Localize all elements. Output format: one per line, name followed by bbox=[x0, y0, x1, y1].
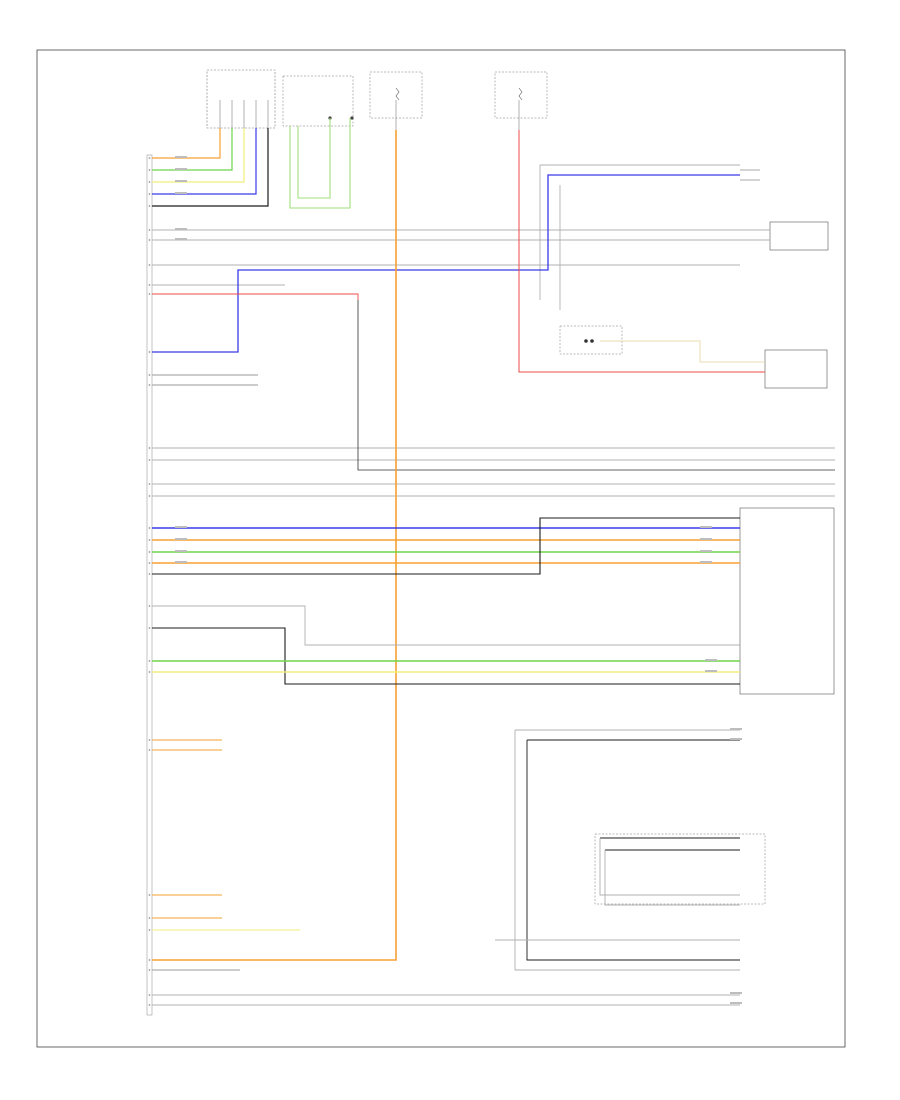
wire-label-marks bbox=[175, 156, 742, 1004]
rear-speaker bbox=[594, 833, 766, 905]
wire-bundle-cluster bbox=[152, 128, 269, 207]
wire-black-bus bbox=[357, 300, 835, 471]
seat-module bbox=[764, 349, 828, 389]
wire-orange-power bbox=[152, 130, 397, 961]
front-speaker bbox=[740, 169, 760, 181]
main-unit-connector bbox=[146, 154, 153, 1016]
steering-switches bbox=[282, 75, 354, 127]
fuse-block-right bbox=[494, 71, 548, 130]
wire-steering-loop bbox=[289, 118, 351, 209]
wire-cream-seat bbox=[600, 340, 765, 363]
antenna-amplifier-module bbox=[559, 325, 623, 355]
fuse-block-left bbox=[369, 71, 423, 130]
wire-short-stubs bbox=[152, 374, 300, 971]
wire-aux-bundle bbox=[152, 605, 740, 685]
diagram-frame bbox=[36, 49, 846, 1048]
wire-blue-speaker bbox=[152, 174, 740, 353]
wire-audio-bundle bbox=[152, 517, 740, 575]
external-audio-interface bbox=[739, 507, 835, 695]
wire-rear-bundle bbox=[152, 729, 740, 1006]
main-unit-terminals bbox=[148, 157, 151, 1006]
wire-gray-rows bbox=[152, 164, 835, 497]
wire-red-seat bbox=[518, 130, 765, 373]
base-antenna bbox=[769, 221, 829, 251]
instrument-cluster bbox=[206, 69, 276, 129]
wire-red-left bbox=[152, 293, 359, 300]
